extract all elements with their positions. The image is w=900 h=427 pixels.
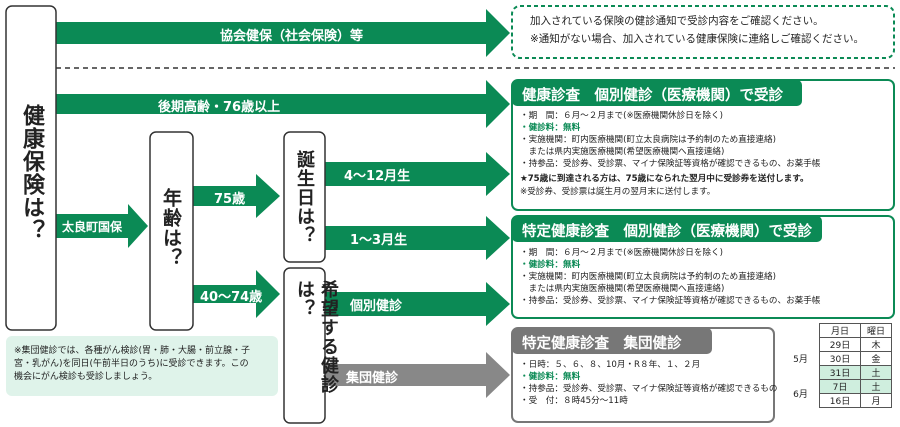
calendar-date: 29日 <box>819 337 861 352</box>
calendar-day: 木 <box>860 337 892 352</box>
arrow-jan-mar <box>325 216 510 260</box>
calendar-day: 土 <box>860 365 892 380</box>
label-age4074: 40～74歳 <box>200 290 263 305</box>
box-insurance <box>5 5 57 331</box>
question-age: 年齢は？ <box>160 188 182 268</box>
box1-note1: ★75歳に到達される方は、75歳になられた翌月中に受診券を送付します。 <box>520 174 809 184</box>
arrow-kobetsu <box>325 282 510 326</box>
box2-title: 特定健康診査 個別健診（医療機関）で受診 <box>522 224 812 240</box>
box2-place2: または県内実施医療機関(希望医療機関へ直接連絡) <box>520 284 725 294</box>
calendar-date: 31日 <box>819 365 861 380</box>
note-box-bg <box>6 336 278 396</box>
box3-dates: ・日時：５、６、８、10月・R８年、１、２月 <box>520 360 701 370</box>
label-apr-dec: 4～12月生 <box>344 169 411 184</box>
calendar-header-row: 月日 曜日 <box>782 323 892 338</box>
question-insurance: 健康保険は？ <box>19 104 44 242</box>
calendar-row: 5月 29日 木 <box>782 337 892 365</box>
calendar-date: 30日 <box>819 351 861 366</box>
question-birthday: 誕生日は？ <box>294 150 315 245</box>
calendar-date: 7日 <box>819 379 861 394</box>
calendar-month: 6月 <box>793 390 808 400</box>
box3-title: 特定健康診査 集団健診 <box>522 336 682 352</box>
box1-items: ・持参品：受診券、受診票、マイナ保険証等資格が確認できるもの、お薬手帳 <box>520 159 821 169</box>
kyokai-info-line2: ※通知がない場合、加入されている健康保険に連絡しご確認ください。 <box>530 33 864 45</box>
box-age <box>149 131 194 331</box>
label-jan-mar: 1～3月生 <box>350 233 408 248</box>
box3-items: ・持参品：受診券、受診票、マイナ保険証等資格が確認できるもの <box>520 384 778 394</box>
arrow-age4074 <box>193 270 280 318</box>
kyokai-info-box <box>511 5 895 59</box>
note-line2: 宮・乳がん)を同日(午前半日のうち)に受診できます。この <box>14 359 249 369</box>
label-age75: 75歳 <box>214 192 246 207</box>
label-kyokai: 協会健保（社会保険）等 <box>220 29 364 44</box>
arrow-tarachou <box>56 204 148 248</box>
arrow-apr-dec <box>325 152 510 196</box>
note-line1: ※集団健診では、各種がん検診(胃・肺・大腸・前立腺・子 <box>14 346 251 356</box>
box2-fee: ・健診料：無料 <box>520 260 581 270</box>
box-birthday <box>283 131 326 263</box>
schedule-calendar: 月日 曜日 5月 29日 木 30日 金 31日 土 6月 7日 土 16日 月 <box>782 323 892 408</box>
box1-note2: ※受診券、受診票は誕生月の翌月末に送付します。 <box>520 187 716 197</box>
calendar-row: 16日 月 <box>782 393 892 408</box>
box3-header-bg <box>512 328 712 354</box>
calendar-day: 金 <box>860 351 892 366</box>
calendar-day: 月 <box>860 393 892 408</box>
box1-place1: ・実施機関：町内医療機関(町立太良病院は予約制のため直接連絡) <box>520 135 776 145</box>
arrow-kouki <box>56 80 510 128</box>
calendar-row: 6月 7日 土 <box>782 379 892 400</box>
box2-header-bg <box>512 216 822 242</box>
calendar-corner <box>782 324 820 338</box>
box1-header-bg <box>512 80 802 106</box>
calendar-header-date: 月日 <box>819 323 861 338</box>
label-shudan: 集団健診 <box>346 371 399 386</box>
arrow-kyokai <box>56 9 510 57</box>
box3-fee: ・健診料：無料 <box>520 372 581 382</box>
kyokai-info-line1: 加入されている保険の健診通知で受診内容をご確認ください。 <box>530 15 824 27</box>
box1-period: ・期 間：６月～２月まで(※医療機関休診日を除く) <box>520 111 723 121</box>
arrow-age75 <box>193 174 280 218</box>
calendar-date: 16日 <box>819 393 861 408</box>
question-choice: 希望する健診は？ <box>294 280 339 394</box>
box2-period: ・期 間：６月～２月まで(※医療機関休診日を除く) <box>520 248 723 258</box>
box-choice <box>283 267 326 424</box>
box3-reception: ・受 付：８時45分～11時 <box>520 396 628 406</box>
calendar-month: 5月 <box>793 355 808 365</box>
box2-place1: ・実施機関：町内医療機関(町立太良病院は予約制のため直接連絡) <box>520 272 776 282</box>
box2-items: ・持参品：受診券、受診票、マイナ保険証等資格が確認できるもの、お薬手帳 <box>520 296 821 306</box>
label-kouki: 後期高齢・76歳以上 <box>158 100 281 115</box>
label-tarachou: 太良町国保 <box>62 220 123 234</box>
box1-fee: ・健診料：無料 <box>520 123 581 133</box>
note-line3: 機会にがん検診も受診しましょう。 <box>14 372 158 382</box>
calendar-header-day: 曜日 <box>860 323 892 338</box>
box1-place2: または県内実施医療機関(希望医療機関へ直接連絡) <box>520 147 725 157</box>
calendar-day: 土 <box>860 379 892 394</box>
calendar-row: 31日 土 <box>782 365 892 380</box>
arrow-shudan <box>325 352 510 398</box>
box1-title: 健康診査 個別健診（医療機関）で受診 <box>522 88 783 104</box>
label-kobetsu: 個別健診 <box>350 299 403 314</box>
